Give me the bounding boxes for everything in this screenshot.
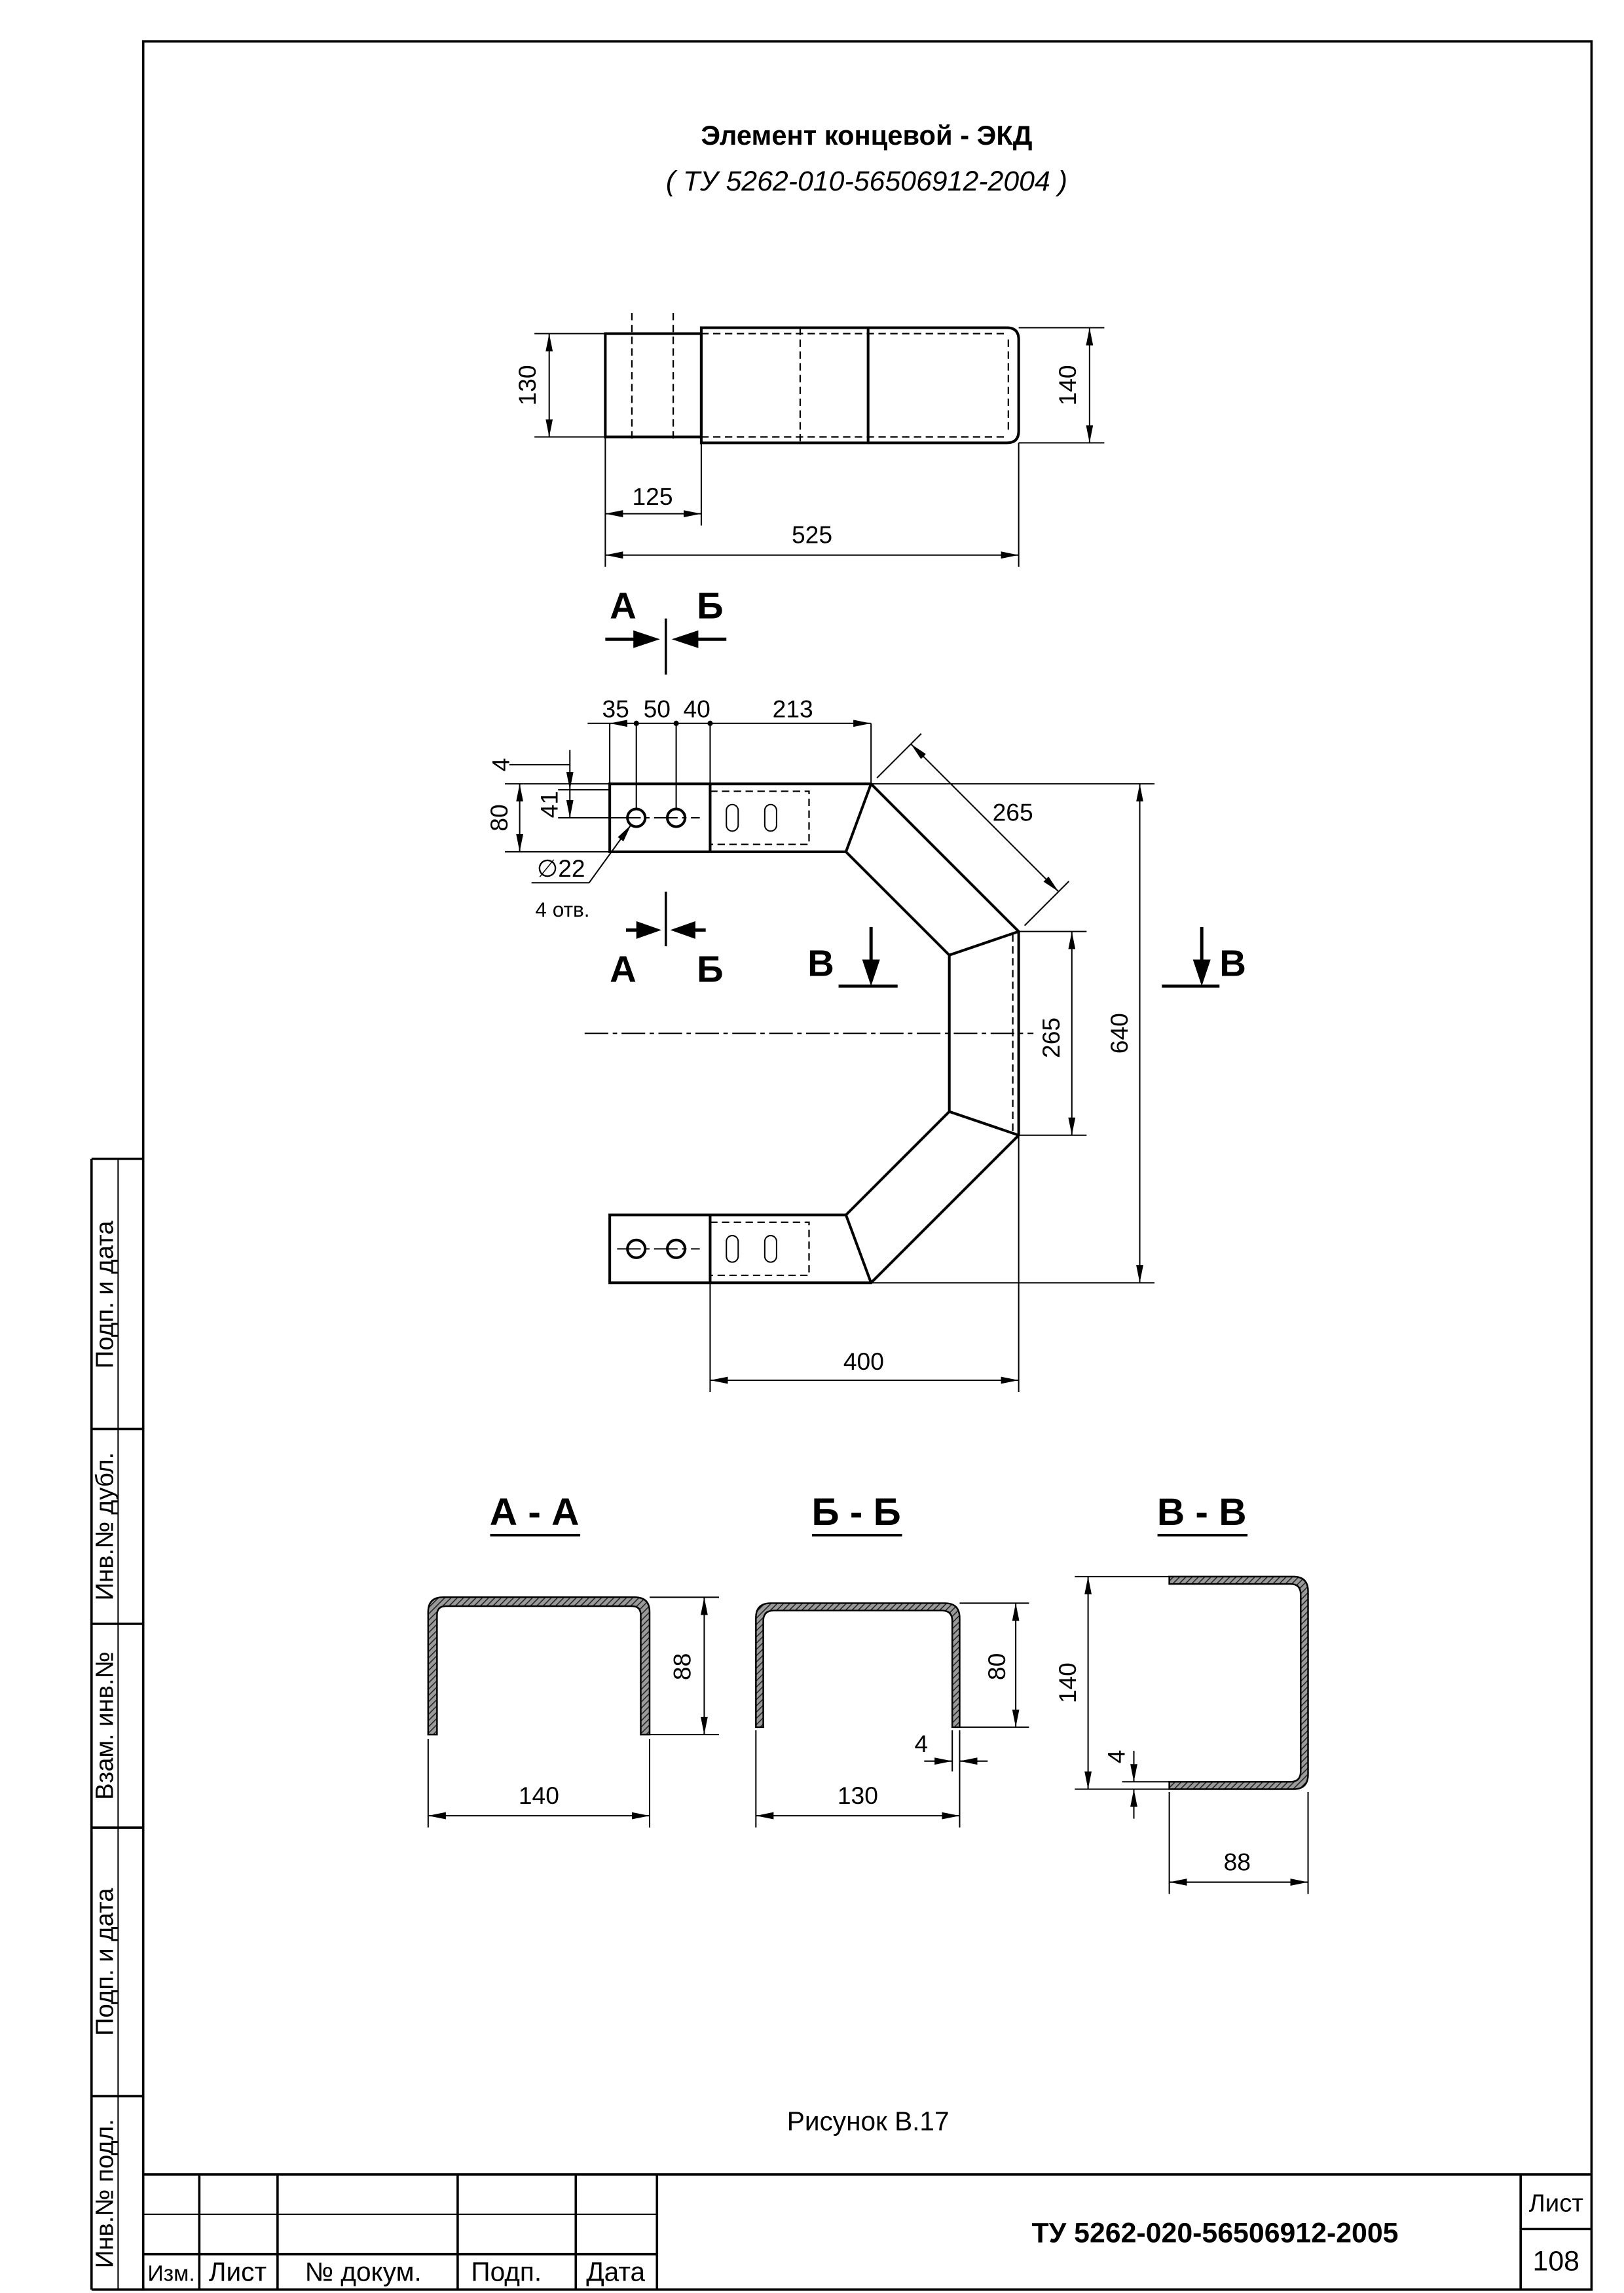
slot (764, 1235, 777, 1263)
section-bb-profile (755, 1602, 961, 1729)
channel-outline (699, 326, 1020, 445)
column-signature: Подп. (471, 2256, 542, 2286)
cut-arrow-head (671, 630, 699, 648)
leader-line (588, 824, 632, 883)
cut-mark-v: В В (807, 926, 1246, 988)
segment-joint-line (949, 930, 1020, 957)
dim-total-length-label: 525 (792, 521, 832, 549)
section-bb-width-label: 130 (838, 1782, 878, 1809)
stamp-replacement-inventory: Взам. инв.№ (91, 1651, 119, 1800)
section-aa-width-label: 140 (519, 1782, 559, 1809)
cut-arrow-head (1192, 959, 1211, 987)
hole-diameter-label: ∅22 (537, 854, 585, 882)
dim-arm-height-label: 80 (485, 804, 513, 831)
cut-arrow-head (670, 921, 695, 939)
hole-count-label: 4 отв. (535, 898, 589, 921)
section-vv-profile (1168, 1575, 1309, 1790)
segment-joint-line (949, 1110, 1020, 1137)
dim-left-height-label: 130 (513, 365, 541, 405)
section-aa-profile (427, 1596, 651, 1736)
drawing-title: Элемент концевой - ЭКД (701, 120, 1032, 151)
drawing-frame (141, 40, 1593, 2291)
column-sheet: Лист (209, 2256, 267, 2286)
cut-mark-ab-top: А Б (605, 585, 727, 675)
section-vv: В - В 140 4 88 (1054, 1491, 1309, 1894)
section-vv-width-label: 88 (1224, 1848, 1251, 1876)
dim-right-height-label: 140 (1054, 365, 1081, 405)
section-bb-title: Б - Б (811, 1491, 900, 1533)
section-aa: А - А 88 140 (427, 1491, 719, 1828)
dim-35-label: 35 (602, 695, 629, 723)
extension-line (876, 733, 922, 779)
segment-joint-line (844, 1214, 873, 1283)
front-view: 35 50 40 213 4 41 80 ∅22 4 отв. 265 265 (485, 695, 1155, 1393)
stamp-duplicate-inventory: Инв.№ дубл. (91, 1452, 119, 1601)
dimension-tick (633, 720, 639, 726)
dim-50-label: 50 (644, 695, 671, 723)
stamp-signature-date-1: Подп. и дата (91, 1220, 119, 1368)
cut-letter-a: А (610, 948, 637, 989)
top-view: 130 140 125 525 (513, 312, 1105, 567)
dim-hole-offset-label: 41 (536, 791, 563, 818)
bracket-plate-outline (604, 332, 703, 439)
cut-letter-b: Б (697, 948, 724, 989)
cut-letter-v: В (1219, 942, 1246, 983)
section-bb-thickness-label: 4 (914, 1730, 928, 1757)
section-bb-height-label: 80 (983, 1653, 1010, 1680)
drawing-subtitle: ( ТУ 5262-010-56506912-2004 ) (666, 166, 1067, 197)
dim-overall-height-label: 640 (1105, 1013, 1133, 1054)
upper-arm-hidden-line (710, 790, 810, 845)
mounting-hole (626, 1238, 647, 1259)
cut-arrow-head (862, 959, 880, 987)
diagonal-hidden-line (877, 1140, 1014, 1276)
dim-diagonal-length-label: 265 (993, 799, 1033, 826)
cut-letter-a: А (610, 585, 637, 627)
cut-mark-ab-bottom: А Б (610, 891, 724, 989)
lower-arm-hidden-line (710, 1221, 810, 1277)
dim-arm-length-label: 213 (773, 695, 813, 723)
section-aa-height-label: 88 (669, 1653, 696, 1680)
cut-arrow-head (633, 630, 660, 648)
side-stamp: Подп. и дата Инв.№ дубл. Взам. инв.№ Под… (90, 1158, 143, 2291)
cut-letter-b: Б (697, 585, 724, 627)
dim-wall-offset-label: 4 (487, 758, 514, 772)
sheet-label: Лист (1529, 2189, 1583, 2217)
column-document-number: № докум. (304, 2256, 421, 2286)
mounting-hole (666, 1238, 687, 1259)
slot (726, 803, 739, 832)
document-number: ТУ 5262-020-56506912-2005 (1031, 2218, 1398, 2249)
dimension-tick (707, 720, 713, 726)
dimension-tick (673, 720, 679, 726)
dim-40-label: 40 (683, 695, 710, 723)
title-block: Изм. Лист № докум. Подп. Дата ТУ 5262-02… (143, 2173, 1592, 2290)
sheet-number: 108 (1533, 2245, 1579, 2277)
slot (764, 803, 777, 832)
section-bb: Б - Б 80 4 130 (755, 1491, 1029, 1828)
cut-arrow-head (636, 921, 662, 939)
figure-caption: Рисунок В.17 (787, 2106, 950, 2136)
section-vv-thickness-label: 4 (1102, 1750, 1130, 1764)
column-date: Дата (586, 2256, 645, 2286)
slot (726, 1235, 739, 1263)
stamp-original-inventory: Инв.№ подл. (91, 2119, 119, 2268)
column-change: Изм. (147, 2261, 194, 2286)
segment-joint-line (844, 783, 873, 853)
cut-letter-v: В (807, 942, 834, 983)
section-aa-title: А - А (490, 1491, 580, 1533)
dim-middle-length-label: 265 (1037, 1018, 1065, 1058)
dim-left-length-label: 125 (632, 483, 673, 510)
dim-overall-width-label: 400 (843, 1348, 884, 1375)
section-vv-height-label: 140 (1054, 1662, 1081, 1703)
section-vv-title: В - В (1157, 1491, 1247, 1533)
stamp-signature-date-2: Подп. и дата (91, 1888, 119, 2036)
dimension-line (910, 743, 1060, 892)
extension-line (1024, 881, 1070, 926)
